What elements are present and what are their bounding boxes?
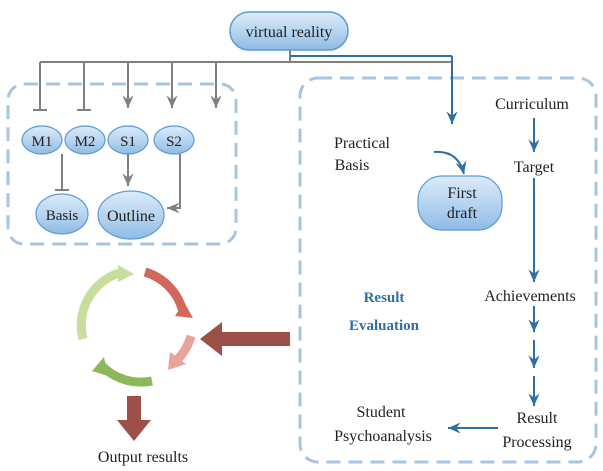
m1-node: M1: [21, 125, 63, 155]
target-label: Target: [514, 159, 555, 176]
student-line2: Psychoanalysis: [334, 428, 432, 445]
result-evaluation-line2: Evaluation: [349, 318, 420, 334]
practical-basis-line1: Practical: [334, 135, 391, 152]
cycle-arrowheads: [92, 265, 193, 376]
practical-basis-line2: Basis: [335, 157, 370, 174]
virtual-reality-node: virtual reality: [229, 11, 349, 51]
root-tree-connectors: [33, 50, 452, 111]
s2-label: S2: [166, 134, 182, 150]
left-lower-connectors: [55, 154, 181, 214]
curriculum-label: Curriculum: [495, 96, 569, 113]
basis-label: Basis: [46, 208, 79, 224]
first-draft-line2: draft: [447, 205, 478, 222]
s1-node: S1: [107, 125, 149, 155]
outline-label: Outline: [107, 208, 155, 225]
s1-label: S1: [120, 134, 136, 150]
achievements-label: Achievements: [484, 288, 576, 305]
right-dashed-panel: [298, 76, 598, 464]
m2-node: M2: [64, 125, 106, 155]
output-results-label: Output results: [98, 449, 188, 466]
result-processing-line2: Processing: [502, 434, 571, 451]
evaluation-to-cycle-arrow: [200, 322, 290, 356]
first-draft-line1: First: [447, 185, 477, 202]
first-draft-node: First draft: [417, 175, 503, 231]
left-dashed-panel: [6, 82, 238, 246]
right-flow-connectors: [433, 118, 540, 434]
s2-node: S2: [153, 125, 195, 155]
virtual-reality-label: virtual reality: [246, 24, 333, 41]
m1-label: M1: [32, 134, 53, 150]
result-evaluation-line1: Result: [364, 290, 405, 306]
output-down-arrow: [117, 396, 151, 441]
result-processing-line1: Result: [517, 410, 558, 427]
student-line1: Student: [357, 404, 406, 421]
basis-node: Basis: [35, 193, 89, 235]
outline-node: Outline: [97, 190, 165, 240]
root-to-right-connector: [290, 55, 458, 124]
m2-label: M2: [75, 134, 96, 150]
